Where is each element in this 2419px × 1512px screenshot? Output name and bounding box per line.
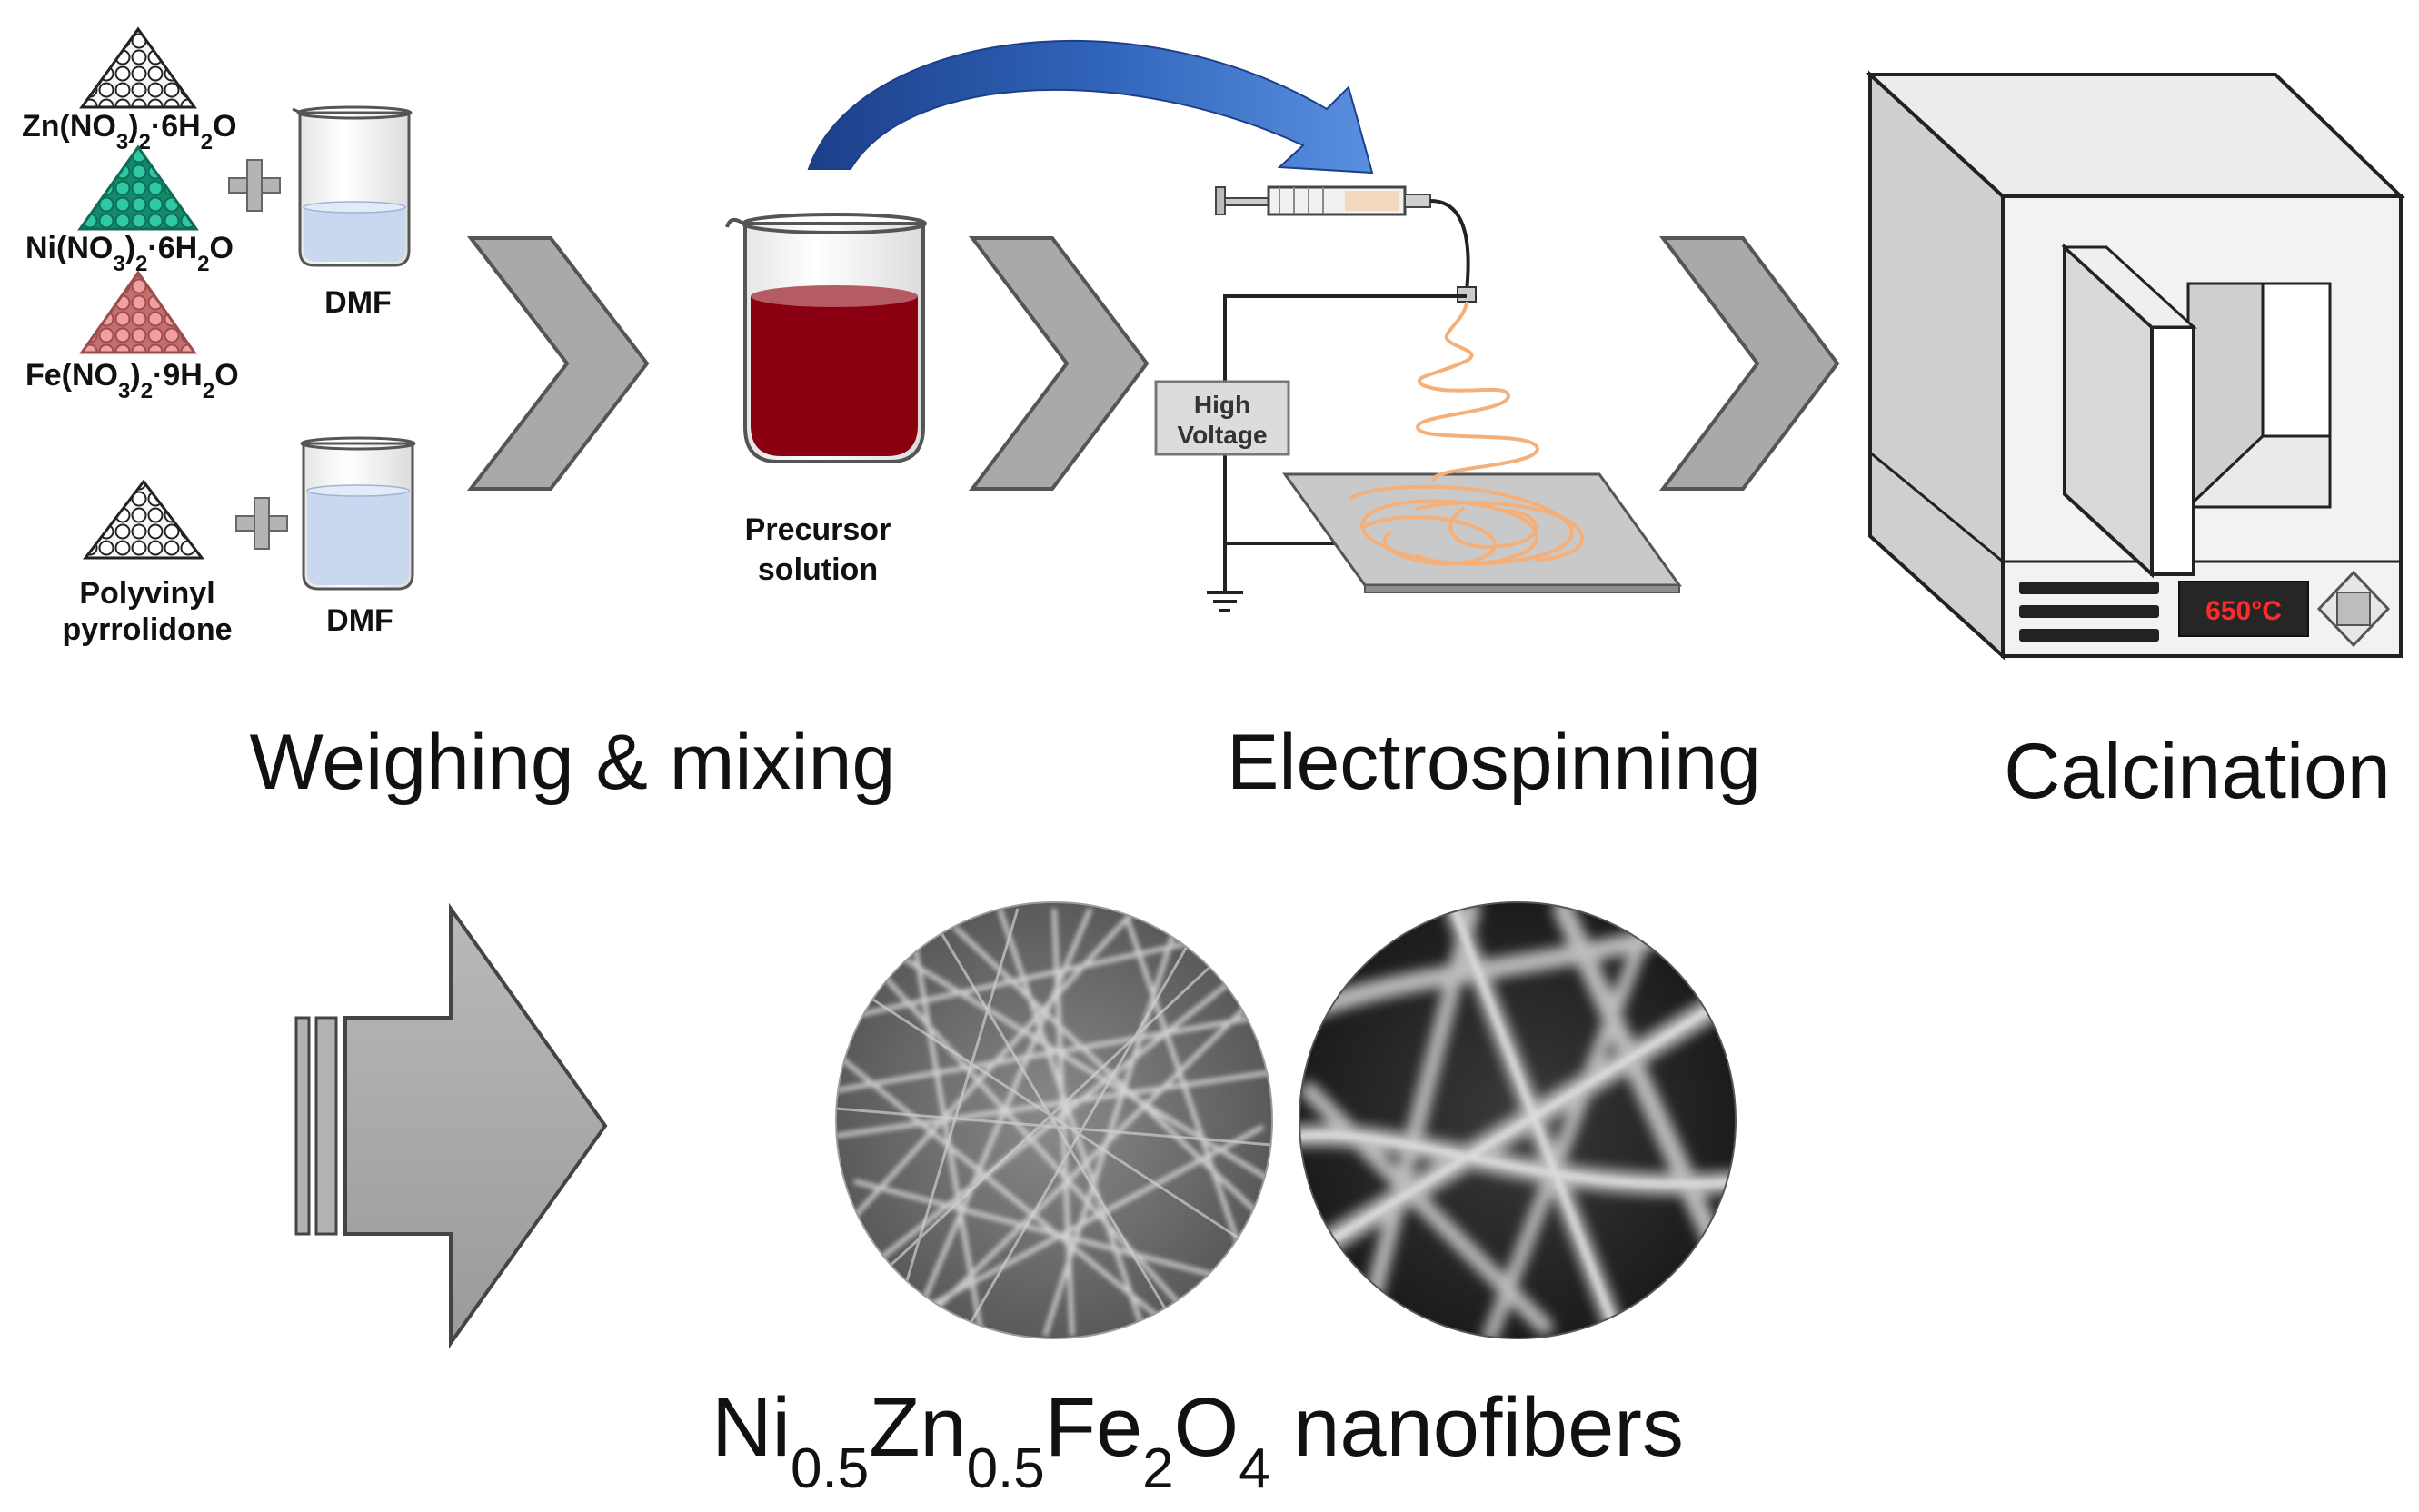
plus-icon	[228, 159, 281, 212]
result-arrow	[294, 902, 608, 1349]
transfer-arrow	[807, 40, 1374, 174]
dmf-beaker-bottom	[300, 436, 416, 591]
chevron-right-icon	[466, 236, 650, 491]
pvp-powder-pile	[82, 479, 205, 560]
control-dial-icon	[2316, 570, 2391, 648]
temperature-display: 650°C	[2178, 581, 2309, 637]
fe-nitrate-powder-pile	[79, 270, 197, 354]
step-label-electrospinning: Electrospinning	[1227, 719, 1761, 806]
dmf-beaker-top	[292, 105, 413, 267]
chevron-right-icon	[1658, 236, 1840, 491]
svg-text:High: High	[1194, 391, 1250, 419]
feed-tube	[1429, 199, 1470, 292]
svg-text:Voltage: Voltage	[1177, 421, 1267, 449]
precursor-beaker	[725, 213, 927, 463]
syringe-icon	[1215, 185, 1431, 216]
chevron-right-icon	[968, 236, 1150, 491]
circuit-wires	[1207, 294, 1467, 612]
zn-nitrate-powder-pile	[79, 26, 197, 109]
sem-image-high-magnification	[1299, 901, 1737, 1339]
ni-nitrate-powder-pile	[77, 144, 199, 231]
fe-nitrate-label: Fe(NO3)2·9H2O	[25, 358, 239, 403]
plus-icon	[235, 497, 288, 550]
step-label-weighing: Weighing & mixing	[250, 719, 896, 806]
dmf-label-top: DMF	[324, 285, 392, 320]
furnace-door	[2061, 243, 2197, 579]
precursor-label-line2: solution	[758, 552, 878, 587]
step-label-calcination: Calcination	[2004, 728, 2390, 815]
fiber-jet	[1349, 302, 1585, 566]
high-voltage-box: High Voltage	[1154, 380, 1290, 456]
furnace-vent-grille	[2019, 582, 2159, 642]
precursor-label-line1: Precursor	[745, 512, 891, 547]
dmf-label-bottom: DMF	[326, 603, 393, 638]
ni-nitrate-label: Ni(NO3)2·6H2O	[25, 231, 234, 276]
pvp-label-line2: pyrrolidone	[62, 612, 232, 647]
sem-image-low-magnification	[835, 901, 1273, 1339]
zn-nitrate-label: Zn(NO3)2·6H2O	[22, 109, 237, 154]
product-label: Ni0.5Zn0.5Fe2O4 nanofibers	[712, 1381, 1684, 1500]
pvp-label-line1: Polyvinyl	[79, 576, 214, 611]
svg-text:650°C: 650°C	[2205, 596, 2282, 626]
